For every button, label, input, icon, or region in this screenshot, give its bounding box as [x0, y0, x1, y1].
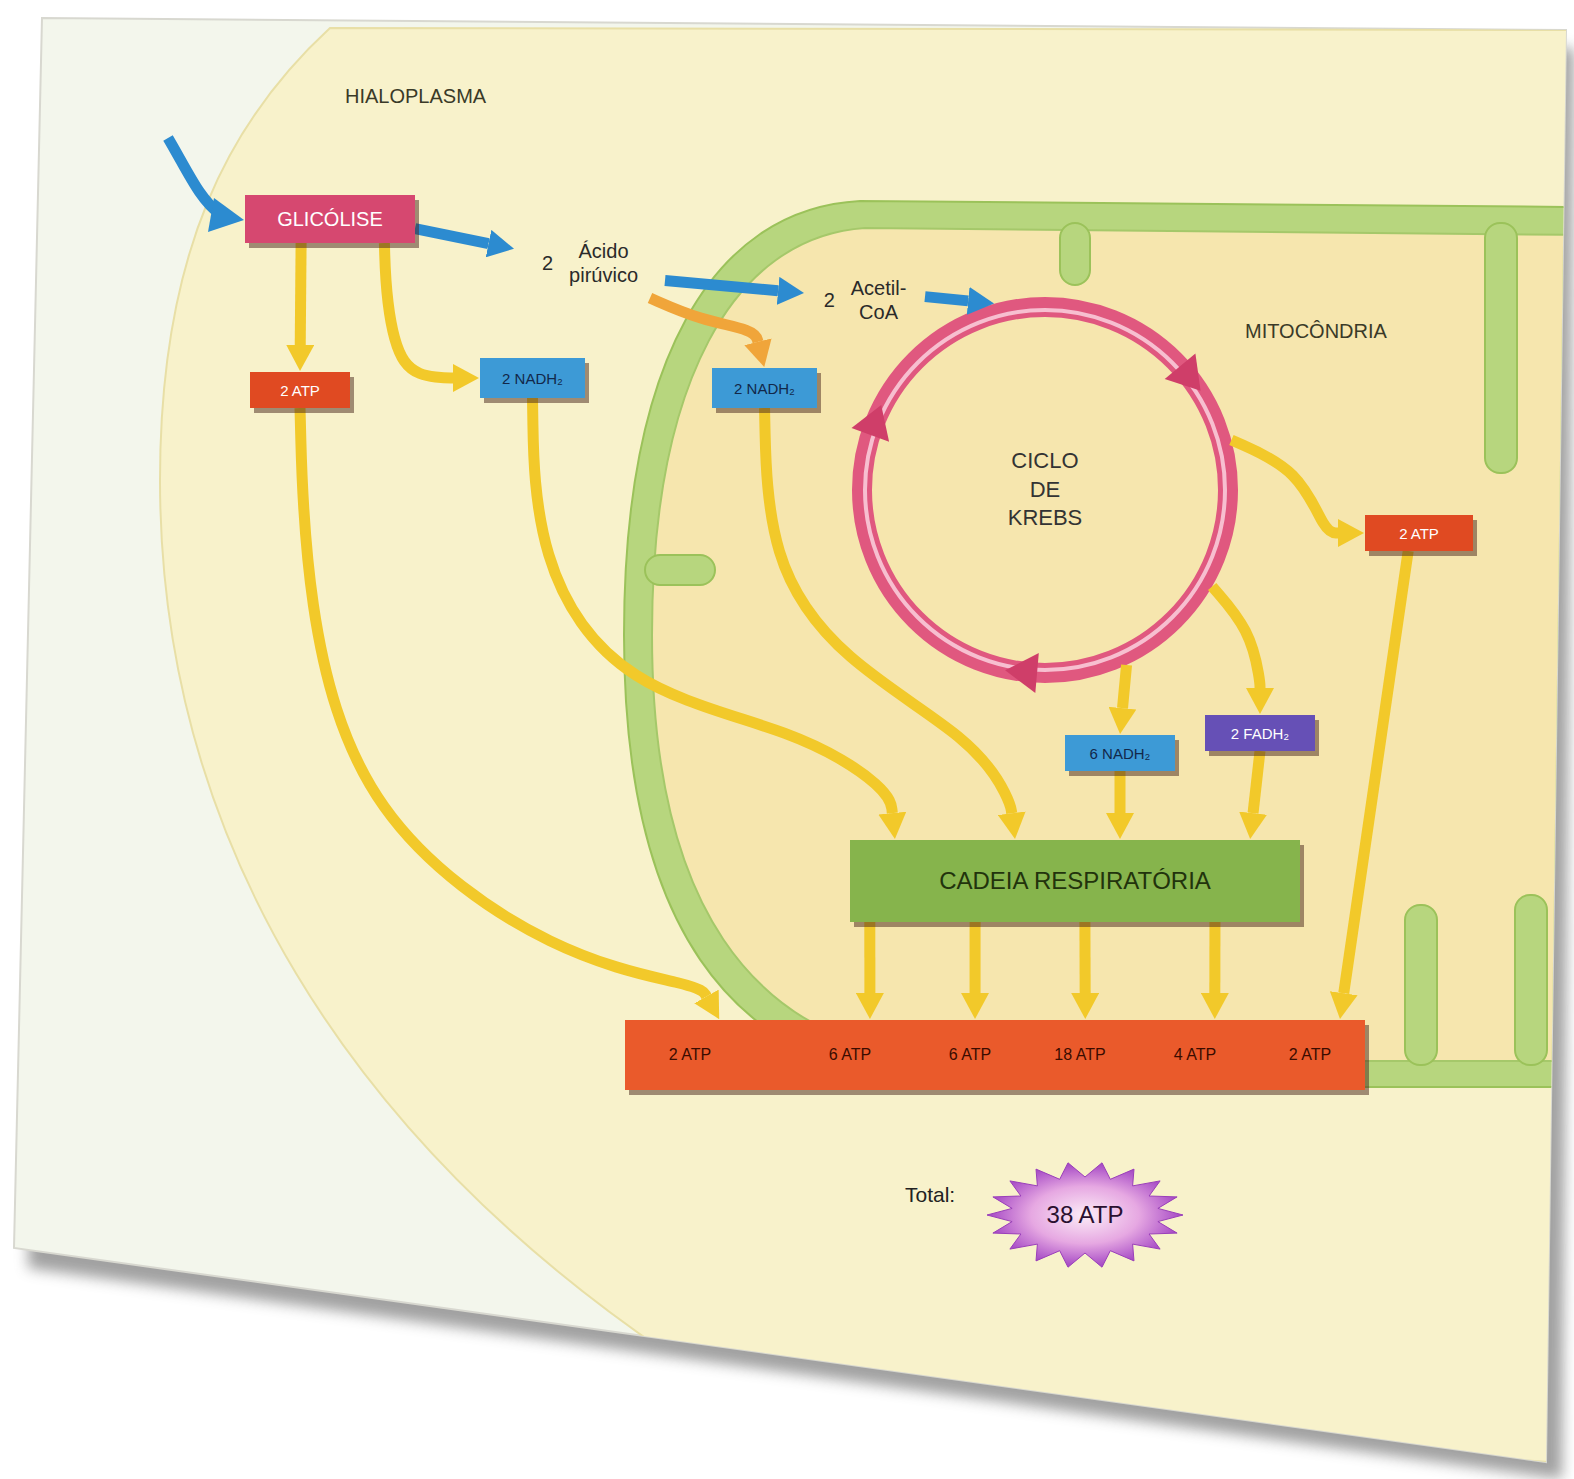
hyaloplasm-fill: [160, 28, 1568, 1462]
atp-box: 2 ATP: [1365, 515, 1473, 551]
flow-arrow: [650, 298, 758, 342]
fadh-label: 2 FADH₂: [1231, 725, 1289, 742]
flow-arrow: [925, 297, 968, 301]
nadh-box: 2 NADH₂: [480, 358, 585, 398]
paper-page: [14, 18, 1566, 1462]
flow-arrow: [384, 243, 453, 378]
molecule-label: 2: [824, 288, 835, 312]
region-label: HIALOPLASMA: [345, 85, 486, 108]
flow-arrow: [1115, 771, 1126, 813]
total-label: Total:: [905, 1183, 955, 1206]
flow-arrow: [1209, 922, 1220, 993]
starburst-shape: [987, 1163, 1183, 1267]
flow-arrow: [1123, 665, 1127, 708]
cycle-arrowhead: [852, 405, 890, 442]
flow-arrow: [1344, 551, 1408, 993]
flow-arrow: [533, 398, 893, 813]
respiratory-chain-box: CADEIA RESPIRATÓRIA: [850, 840, 1300, 922]
atp-label: 2 ATP: [635, 1046, 745, 1064]
mitochondrion-region: MITOCÔNDRIA 2 Acetil-CoA 2 NADH₂ CICLO DE KR…: [620, 195, 1574, 1095]
cycle-arrowhead: [1165, 353, 1201, 390]
flow-arrow: [300, 408, 706, 996]
atp-label: 6 ATP: [915, 1046, 1025, 1064]
atp-box: 2 ATP: [250, 372, 350, 408]
flow-arrow: [295, 243, 307, 345]
cycle-ring-highlight: [865, 310, 1225, 670]
nadh-label: 6 NADH₂: [1090, 745, 1151, 762]
flow-arrow: [415, 229, 489, 244]
flow-arrow: [864, 922, 875, 993]
molecule-label: 2: [542, 251, 553, 275]
total-value: 38 ATP: [1047, 1199, 1124, 1230]
cycle-label: CICLO DE KREBS: [1008, 447, 1083, 533]
atp-label: 2 ATP: [1399, 525, 1439, 542]
atp-total-bar: 2 ATP6 ATP6 ATP18 ATP4 ATP2 ATP: [625, 1020, 1365, 1090]
molecule-label: Ácido pirúvico: [569, 239, 638, 287]
atp-label: 6 ATP: [795, 1046, 905, 1064]
total-starburst: 38 ATP: [985, 1160, 1185, 1270]
nadh-box: 2 NADH₂: [712, 368, 817, 408]
mitochondrion-clip: [624, 201, 1574, 1087]
crista: [1060, 223, 1090, 285]
atp-label: 2 ATP: [1255, 1046, 1365, 1064]
fadh-box: 2 FADH₂: [1205, 715, 1315, 751]
cycle-arrowhead: [1005, 653, 1039, 693]
flow-arrow: [1231, 440, 1338, 533]
paper-shadow: [28, 36, 1574, 1479]
flow-arrow: [1253, 751, 1260, 813]
glucose-entry-arrowhead: [208, 198, 244, 232]
mitochondrial-matrix: [652, 228, 1574, 1061]
crista: [645, 555, 715, 585]
nadh-label: 2 NADH₂: [502, 370, 563, 387]
flow-arrow: [665, 281, 778, 291]
flow-arrow: [765, 408, 1012, 813]
process-label: CADEIA RESPIRATÓRIA: [939, 867, 1211, 895]
crista: [1515, 895, 1547, 1065]
flow-arrow: [970, 922, 981, 993]
cycle-ring: [862, 307, 1228, 673]
molecule-label: Acetil-CoA: [851, 276, 907, 324]
label-holder: Total:: [905, 1183, 955, 1207]
molecule-node: 2 Ácido pirúvico: [515, 228, 665, 298]
atp-label: 18 ATP: [1025, 1046, 1135, 1064]
crista: [1405, 905, 1437, 1065]
outer-membrane: [624, 201, 1574, 1087]
node-shape: [620, 195, 1574, 1095]
flow-arrow: [1079, 922, 1090, 993]
mitochondrion-body: [624, 201, 1574, 1087]
krebs-cycle: CICLO DE KREBS: [850, 295, 1240, 685]
nadh-box: 6 NADH₂: [1065, 735, 1175, 771]
molecule-node: 2 Acetil-CoA: [805, 266, 925, 334]
glucose-entry-arrow: [168, 138, 220, 214]
flow-arrow: [1212, 587, 1260, 689]
process-box: GLICÓLISE: [245, 195, 415, 243]
crista: [1485, 223, 1517, 473]
nadh-label: 2 NADH₂: [734, 380, 795, 397]
atp-label: 4 ATP: [1140, 1046, 1250, 1064]
atp-label: 2 ATP: [280, 382, 320, 399]
process-label: GLICÓLISE: [277, 208, 383, 231]
region-label: MITOCÔNDRIA: [1245, 320, 1387, 343]
